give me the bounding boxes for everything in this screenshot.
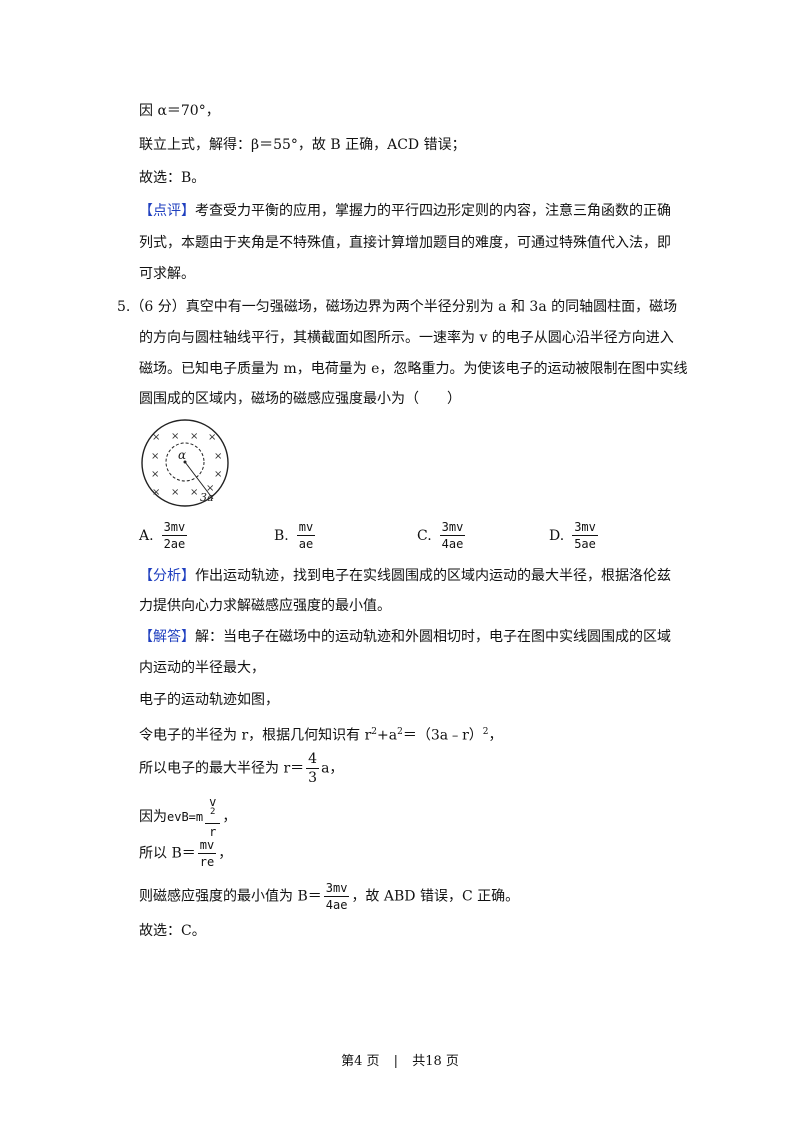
field-mark: × [190, 487, 198, 498]
comment-tag: 【点评】 [139, 203, 195, 219]
field-mark: × [151, 469, 159, 480]
page-number: 第4 页 [341, 1054, 380, 1069]
field-mark: × [171, 487, 179, 498]
solution-answer-b: 故选：B。 [139, 170, 206, 186]
field-mark: × [151, 451, 159, 462]
analysis-tag: 【分析】 [139, 568, 195, 584]
analysis-line-2: 力提供向心力求解磁感应强度的最小值。 [139, 598, 391, 614]
alpha-label: α [178, 448, 186, 462]
answer-line-1: 【解答】解：当电子在磁场中的运动轨迹和外圆相切时，电子在图中实线圆围成的区域 [139, 627, 671, 647]
radius-label: 3a [200, 491, 214, 504]
field-mark: × [152, 487, 160, 498]
answer-text-1: 解：当电子在磁场中的运动轨迹和外圆相切时，电子在图中实线圆围成的区域 [195, 629, 671, 645]
field-mark: × [206, 483, 214, 494]
answer-line-4: 令电子的半径为 r，根据几何知识有 r2+a2＝（3a﹣r）2， [139, 727, 503, 744]
field-mark: × [152, 432, 160, 443]
question-line-1: 5.（6 分）真空中有一匀强磁场，磁场边界为两个半径分别为 a 和 3a 的同轴… [117, 297, 677, 317]
question-line-2: 的方向与圆柱轴线平行，其横截面如图所示。一速率为 v 的电子从圆心沿半径方向进入 [139, 330, 674, 346]
footer-separator: | [393, 1054, 399, 1069]
comment-text-1: 考查受力平衡的应用，掌握力的平行四边形定则的内容，注意三角函数的正确 [195, 203, 671, 219]
inner-boundary-circle [165, 442, 205, 482]
solution-line-alpha: 因 α＝70°， [139, 103, 220, 119]
answer-final: 故选：C。 [139, 923, 206, 939]
option-c-label: C. [417, 527, 432, 544]
option-b-label: B. [274, 527, 289, 544]
comment-line-2: 列式，本题由于夹角是不特殊值，直接计算增加题目的难度，可通过特殊值代入法，即 [139, 235, 671, 251]
answer-line-2: 内运动的半径最大， [139, 660, 265, 676]
question-number: 5. [117, 299, 131, 315]
field-mark: × [208, 432, 216, 443]
field-marks: × × × × × × × × × × × × [151, 431, 222, 498]
outer-boundary-circle [141, 419, 229, 507]
question-line-4: 圆围成的区域内，磁场的磁感应强度最小为（ ） [139, 391, 461, 407]
analysis-text-1: 作出运动轨迹，找到电子在实线圆围成的区域内运动的最大半径，根据洛伦兹 [195, 568, 671, 584]
field-mark: × [190, 431, 198, 442]
field-mark: × [171, 431, 179, 442]
question-text-1: （6 分）真空中有一匀强磁场，磁场边界为两个半径分别为 a 和 3a 的同轴圆柱… [130, 299, 678, 315]
solution-line-beta: 联立上式，解得：β＝55°，故 B 正确，ACD 错误； [139, 137, 466, 153]
field-mark: × [214, 451, 222, 462]
magnetic-field-diagram: × × × × × × × × × × × × α 3a [141, 419, 229, 507]
question-line-3: 磁场。已知电子质量为 m，电荷量为 e，忽略重力。为使该电子的运动被限制在图中实… [139, 361, 688, 377]
comment-line-3: 可求解。 [139, 266, 195, 282]
comment-line-1: 【点评】考查受力平衡的应用，掌握力的平行四边形定则的内容，注意三角函数的正确 [139, 201, 671, 221]
answer-tag: 【解答】 [139, 629, 195, 645]
total-pages: 共18 页 [412, 1054, 459, 1069]
center-point [183, 460, 187, 464]
option-a-label: A. [139, 527, 154, 544]
option-d-label: D. [549, 527, 565, 544]
analysis-line-1: 【分析】作出运动轨迹，找到电子在实线圆围成的区域内运动的最大半径，根据洛伦兹 [139, 566, 671, 586]
field-mark: × [214, 469, 222, 480]
answer-line-3: 电子的运动轨迹如图， [139, 692, 279, 708]
page-footer: 第4 页 | 共18 页 [0, 1050, 800, 1069]
radius-line [184, 461, 214, 500]
